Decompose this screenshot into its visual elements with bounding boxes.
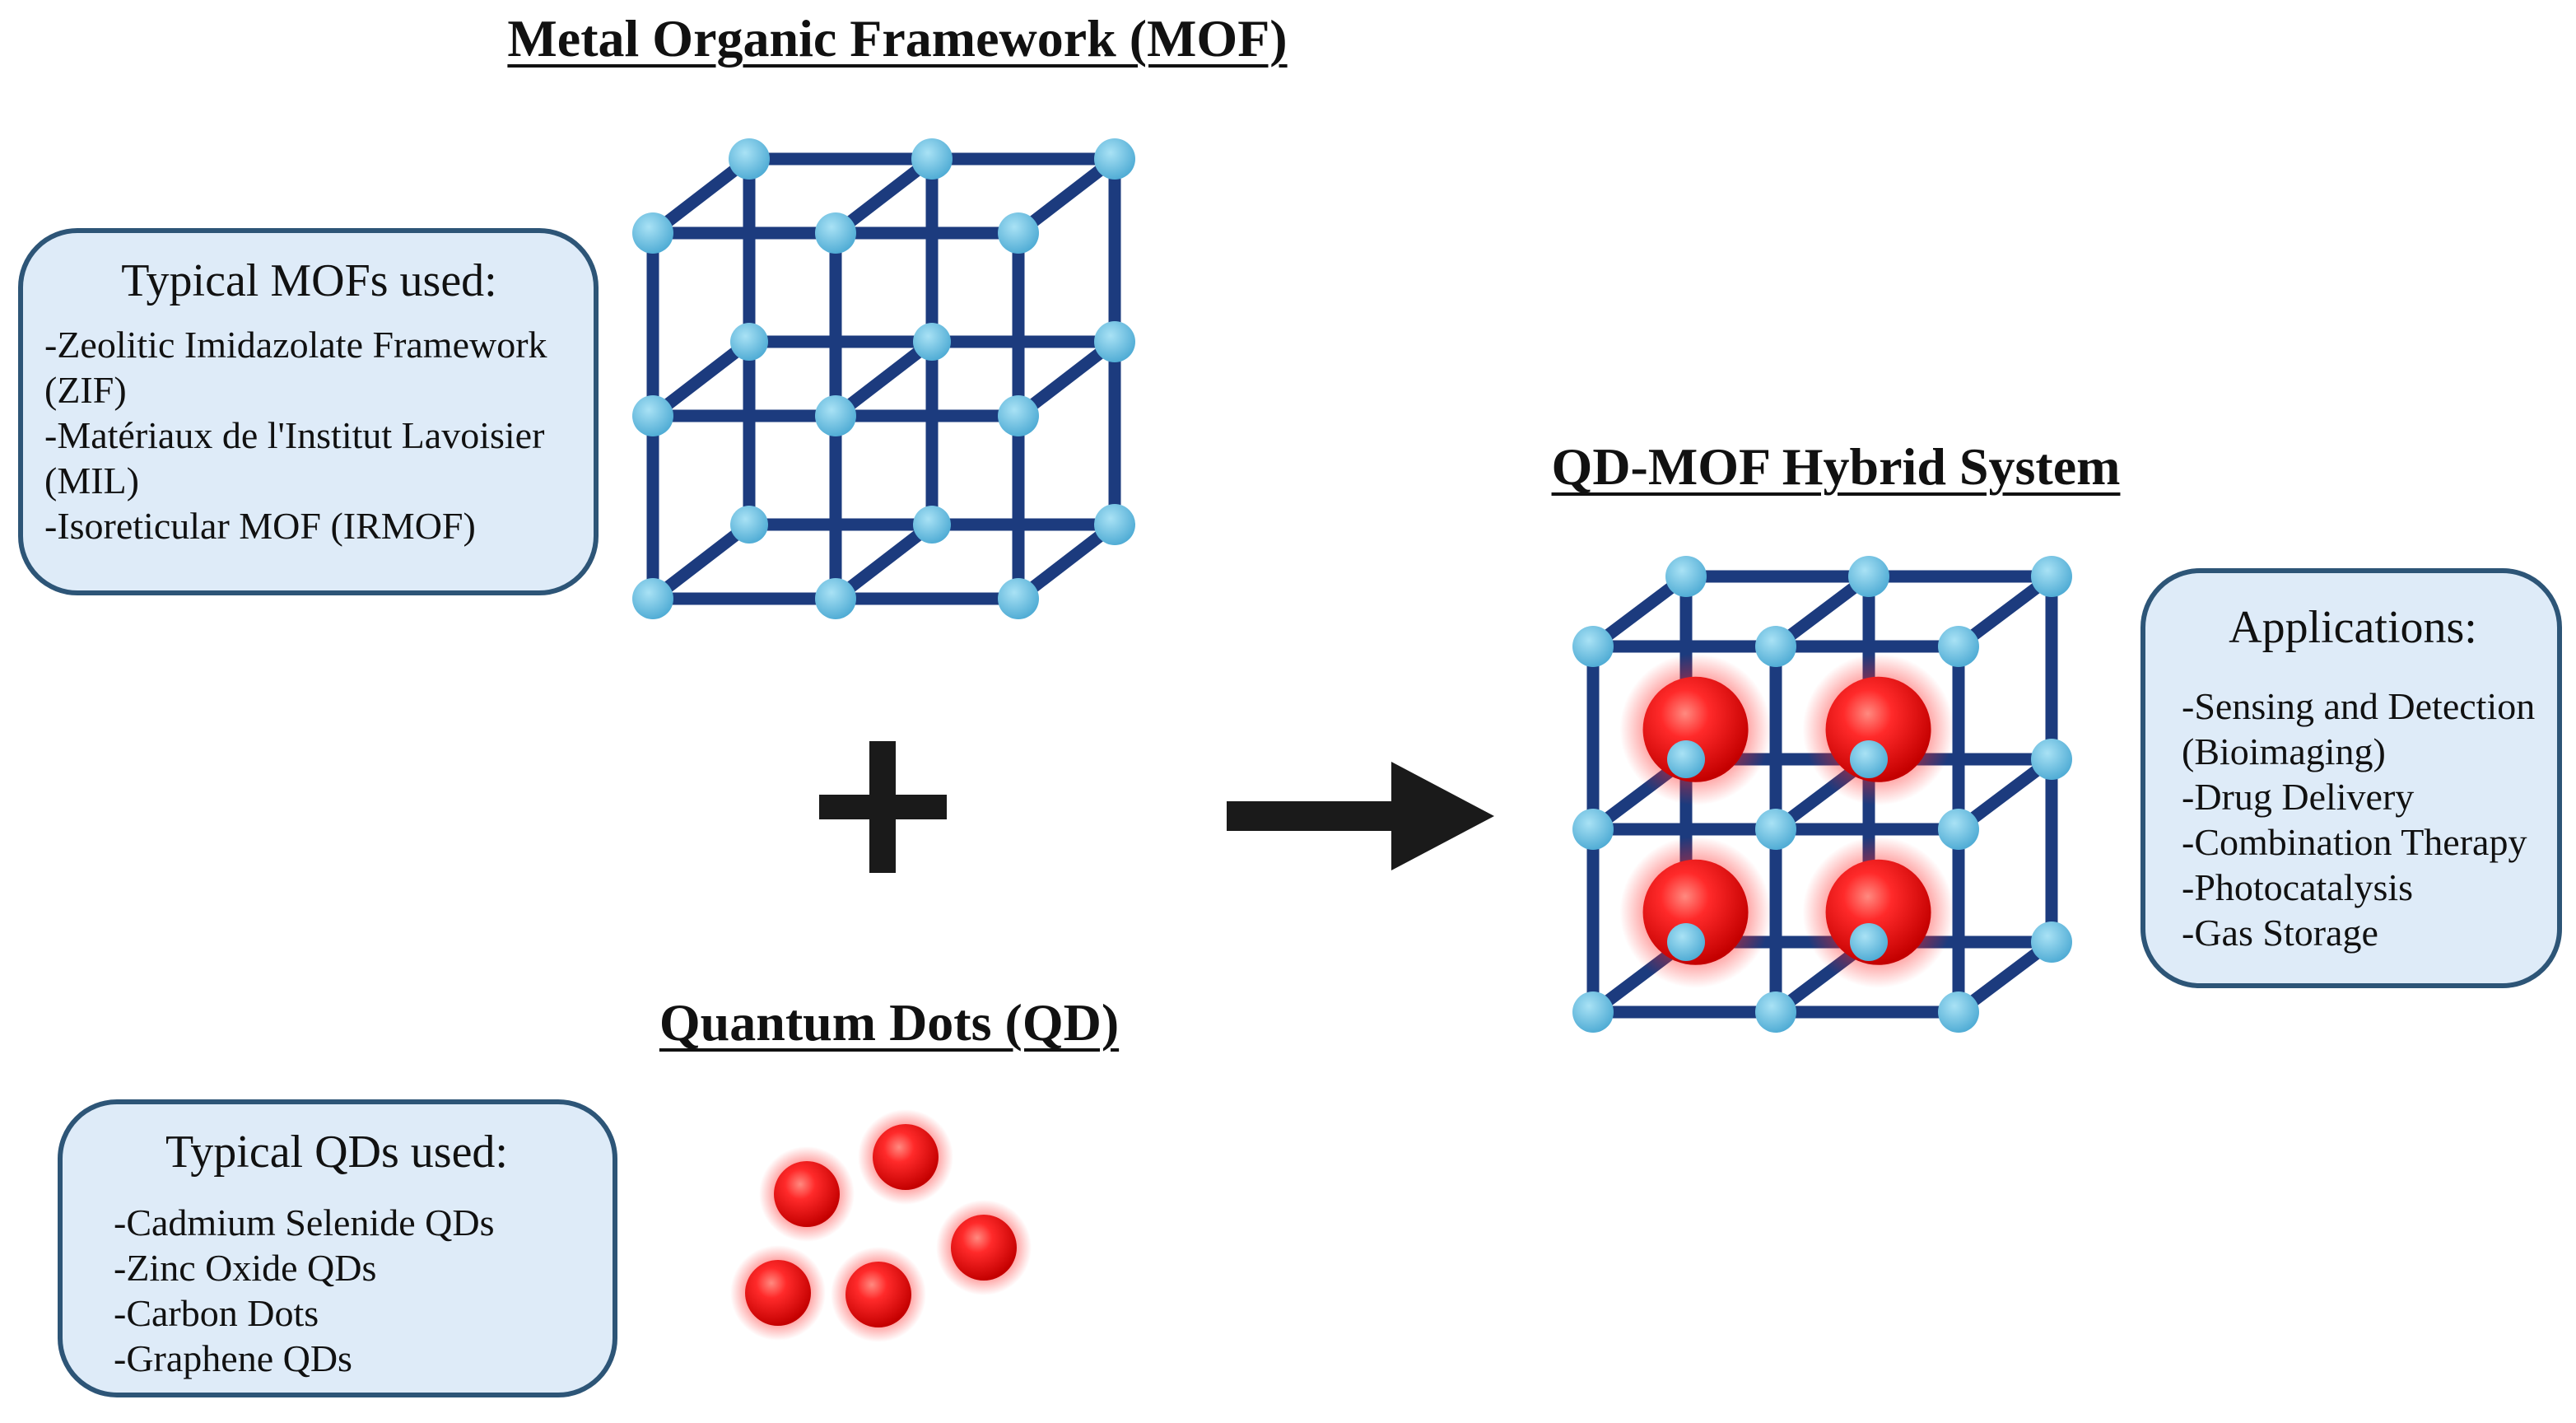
metal-node bbox=[2031, 739, 2072, 780]
list-item: -Graphene QDs bbox=[114, 1337, 352, 1379]
plus-icon bbox=[819, 741, 947, 873]
mof-title: Metal Organic Framework (MOF) bbox=[507, 9, 1288, 68]
list-item: -Zeolitic Imidazolate Framework bbox=[44, 323, 547, 366]
arrow-right-icon bbox=[1227, 762, 1494, 870]
list-item: -Zinc Oxide QDs bbox=[114, 1246, 377, 1289]
metal-node bbox=[1665, 556, 1707, 597]
metal-node bbox=[729, 138, 770, 180]
metal-node bbox=[913, 506, 951, 544]
mof-types-list: -Zeolitic Imidazolate Framework (ZIF) -M… bbox=[44, 322, 574, 548]
qd-box-heading: Typical QDs used: bbox=[165, 1127, 508, 1178]
metal-node bbox=[1094, 504, 1135, 545]
list-item: -Drug Delivery bbox=[2182, 775, 2415, 818]
quantum-dot bbox=[873, 1124, 939, 1190]
metal-node bbox=[632, 212, 673, 254]
embedded-quantum-dots bbox=[1619, 653, 1954, 988]
quantum-dot bbox=[951, 1215, 1017, 1281]
quantum-dot bbox=[845, 1262, 911, 1327]
quantum-dot bbox=[745, 1260, 811, 1326]
metal-node bbox=[815, 578, 856, 619]
framework-struts bbox=[646, 152, 1121, 605]
list-item: -Matériaux de l'Institut Lavoisier bbox=[44, 413, 545, 456]
metal-node bbox=[913, 323, 951, 361]
metal-node bbox=[1850, 923, 1888, 961]
metal-node bbox=[1848, 556, 1889, 597]
list-item: -Isoreticular MOF (IRMOF) bbox=[44, 504, 476, 547]
metal-node bbox=[1850, 740, 1888, 778]
list-item: -Photocatalysis bbox=[2182, 865, 2414, 908]
metal-node bbox=[815, 395, 856, 436]
metal-node bbox=[998, 578, 1039, 619]
mof-types-box: Typical MOFs used: -Zeolitic Imidazolate… bbox=[18, 228, 599, 595]
applications-heading: Applications: bbox=[2229, 602, 2477, 653]
applications-box: Applications: -Sensing and Detection (Bi… bbox=[2140, 568, 2562, 988]
list-item: -Gas Storage bbox=[2182, 911, 2378, 954]
metal-node bbox=[2031, 921, 2072, 963]
list-item: -Carbon Dots bbox=[114, 1291, 319, 1334]
framework-nodes bbox=[1572, 556, 2072, 1033]
metal-node bbox=[1938, 809, 1979, 850]
metal-node bbox=[730, 323, 768, 361]
metal-node bbox=[1938, 626, 1979, 667]
hybrid-title: QD-MOF Hybrid System bbox=[1551, 437, 2121, 496]
metal-node bbox=[2031, 556, 2072, 597]
list-item: (Bioimaging) bbox=[2182, 730, 2386, 772]
metal-node bbox=[998, 212, 1039, 254]
metal-node bbox=[1755, 809, 1796, 850]
metal-node bbox=[1094, 321, 1135, 362]
metal-node bbox=[1572, 991, 1614, 1033]
metal-node bbox=[1938, 991, 1979, 1033]
framework-nodes bbox=[632, 138, 1135, 619]
list-item: (MIL) bbox=[44, 459, 139, 502]
metal-node bbox=[1094, 138, 1135, 180]
metal-node bbox=[632, 395, 673, 436]
metal-node bbox=[815, 212, 856, 254]
list-item: -Sensing and Detection bbox=[2182, 684, 2536, 727]
metal-node bbox=[1667, 923, 1705, 961]
metal-node bbox=[998, 395, 1039, 436]
metal-node bbox=[1572, 626, 1614, 667]
metal-node bbox=[1755, 626, 1796, 667]
list-item: -Cadmium Selenide QDs bbox=[114, 1201, 495, 1243]
applications-list: -Sensing and Detection (Bioimaging) -Dru… bbox=[2182, 684, 2549, 955]
list-item: -Combination Therapy bbox=[2182, 820, 2527, 863]
quantum-dot bbox=[774, 1161, 840, 1227]
hybrid-lattice-cube bbox=[1572, 556, 2072, 1033]
metal-node bbox=[632, 578, 673, 619]
qd-types-list: -Cadmium Selenide QDs -Zinc Oxide QDs -C… bbox=[114, 1200, 593, 1381]
metal-node bbox=[1667, 740, 1705, 778]
qd-title: Quantum Dots (QD) bbox=[659, 993, 1120, 1052]
qd-types-box: Typical QDs used: -Cadmium Selenide QDs … bbox=[58, 1099, 617, 1397]
metal-node bbox=[1755, 991, 1796, 1033]
mof-box-heading: Typical MOFs used: bbox=[121, 255, 497, 306]
list-item: (ZIF) bbox=[44, 368, 127, 411]
quantum-dots-cluster bbox=[730, 1109, 1032, 1342]
mof-lattice-cube bbox=[632, 138, 1135, 619]
metal-node bbox=[730, 506, 768, 544]
metal-node bbox=[911, 138, 953, 180]
metal-node bbox=[1572, 809, 1614, 850]
